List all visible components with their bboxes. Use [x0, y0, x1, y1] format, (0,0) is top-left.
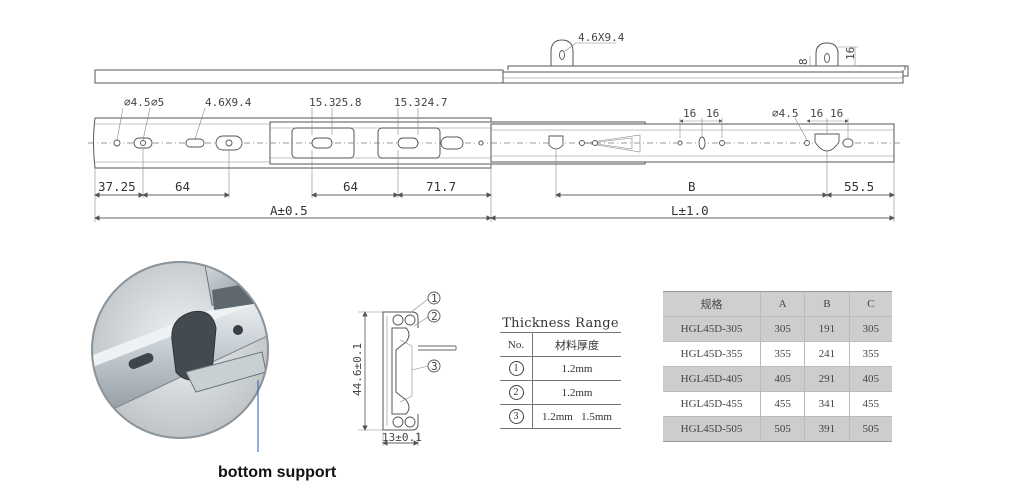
label-25.8: 25.8 [335, 96, 362, 109]
thickness-no-2: 2 [508, 385, 524, 400]
thickness-header-value: 材料厚度 [532, 333, 621, 357]
spec-cell: HGL45D-455 [663, 391, 761, 417]
bottom-support-photo: bottom support [91, 261, 337, 481]
spec-cell: 355 [759, 341, 805, 367]
label-dim-8: 8 [797, 58, 810, 65]
thickness-value-2: 1.2mm [532, 380, 621, 405]
model-spec-table: 规格 A B C HGL45D-305 305 191 305 HGL45D-3… [663, 291, 892, 442]
thickness-value-1: 1.2mm [532, 356, 621, 381]
table-row: 2 1.2mm [500, 380, 621, 405]
spec-cell: HGL45D-505 [663, 416, 761, 442]
label-dia-4.5-right: ⌀4.5 [772, 107, 799, 120]
label-hole-top: 4.6X9.4 [578, 31, 625, 44]
label-slot-4.6x9.4: 4.6X9.4 [205, 96, 252, 109]
spec-cell: HGL45D-355 [663, 341, 761, 367]
dim-A: A±0.5 [270, 203, 308, 218]
inner-member-top [502, 71, 904, 84]
spec-cell: 455 [848, 391, 892, 417]
cross-section: 44.6±0.1 13±0.1 1 2 3 [351, 291, 457, 446]
thickness-grid: No. 材料厚度 1 1.2mm 2 1.2mm 3 1.2mm 1.5mm [500, 333, 621, 429]
spec-cell: 305 [848, 316, 892, 342]
table-row: HGL45D-405 405 291 405 [663, 366, 892, 392]
spec-cell: 391 [804, 416, 849, 442]
spec-cell: 405 [848, 366, 892, 392]
callout-2: 2 [431, 310, 438, 323]
callout-1: 1 [431, 292, 438, 305]
table-row: HGL45D-455 455 341 455 [663, 391, 892, 417]
spec-header-c: C [848, 291, 892, 317]
dim-64-b: 64 [343, 179, 358, 194]
dim-L: L±1.0 [671, 203, 709, 218]
spec-cell: HGL45D-405 [663, 366, 761, 392]
bottom-dimensions: 37.25 64 64 71.7 B 55.5 A±0.5 L±1.0 [94, 148, 895, 222]
spec-cell: 405 [759, 366, 805, 392]
table-row: 3 1.2mm 1.5mm [500, 404, 621, 429]
table-row: HGL45D-505 505 391 505 [663, 416, 892, 442]
label-15.3-b: 15.3 [394, 96, 421, 109]
spec-cell: 291 [804, 366, 849, 392]
thickness-value-3: 1.2mm 1.5mm [532, 404, 621, 429]
table-row: 1 1.2mm [500, 356, 621, 381]
spec-header-a: A [759, 291, 805, 317]
label-dia-4.5-left: ⌀4.5 [124, 96, 151, 109]
main-rail-view: ⌀4.5 ⌀5 4.6X9.4 15.3 25.8 15.3 24.7 16 1… [88, 96, 900, 222]
label-24.7: 24.7 [421, 96, 448, 109]
thickness-range-table: Thickness Range No. 材料厚度 1 1.2mm 2 1.2mm… [500, 316, 621, 429]
spec-cell: 355 [848, 341, 892, 367]
section-height: 44.6±0.1 [351, 343, 364, 396]
dim-71.7: 71.7 [426, 179, 456, 194]
spec-header-model: 规格 [663, 291, 761, 317]
top-rail-view: 4.6X9.4 16 8 [94, 31, 909, 84]
label-dim-16: 16 [844, 47, 857, 60]
callout-3: 3 [431, 360, 438, 373]
photo-caption: bottom support [218, 464, 337, 481]
label-15.3-a: 15.3 [309, 96, 336, 109]
spec-cell: 241 [804, 341, 849, 367]
thickness-no-3: 3 [508, 409, 524, 424]
spec-cell: 505 [848, 416, 892, 442]
spec-cell: 191 [804, 316, 849, 342]
table-row: No. 材料厚度 [500, 333, 621, 357]
label-16-b: 16 [706, 107, 719, 120]
thickness-header-no: No. [500, 333, 533, 357]
thickness-title: Thickness Range [500, 316, 621, 333]
label-dia-5: ⌀5 [151, 96, 164, 109]
top-labels: ⌀4.5 ⌀5 4.6X9.4 15.3 25.8 15.3 24.7 16 1… [116, 96, 849, 141]
hole-4.5 [113, 139, 121, 147]
table-header-row: 规格 A B C [663, 291, 892, 317]
section-width: 13±0.1 [382, 431, 422, 444]
label-16-c: 16 [810, 107, 823, 120]
spec-cell: HGL45D-305 [663, 316, 761, 342]
dim-B: B [688, 179, 696, 194]
dim-37.25: 37.25 [98, 179, 136, 194]
spec-cell: 341 [804, 391, 849, 417]
outer-member-top [94, 69, 504, 84]
label-16-a: 16 [683, 107, 696, 120]
table-row: HGL45D-305 305 191 305 [663, 316, 892, 342]
dim-55.5: 55.5 [844, 179, 874, 194]
dim-64-a: 64 [175, 179, 190, 194]
table-row: HGL45D-355 355 241 355 [663, 341, 892, 367]
spec-cell: 305 [759, 316, 805, 342]
spec-cell: 505 [759, 416, 805, 442]
label-16-d: 16 [830, 107, 843, 120]
rear-bracket-hook [814, 133, 840, 152]
thickness-no-1: 1 [508, 361, 524, 376]
spec-header-b: B [804, 291, 849, 317]
spec-cell: 455 [759, 391, 805, 417]
